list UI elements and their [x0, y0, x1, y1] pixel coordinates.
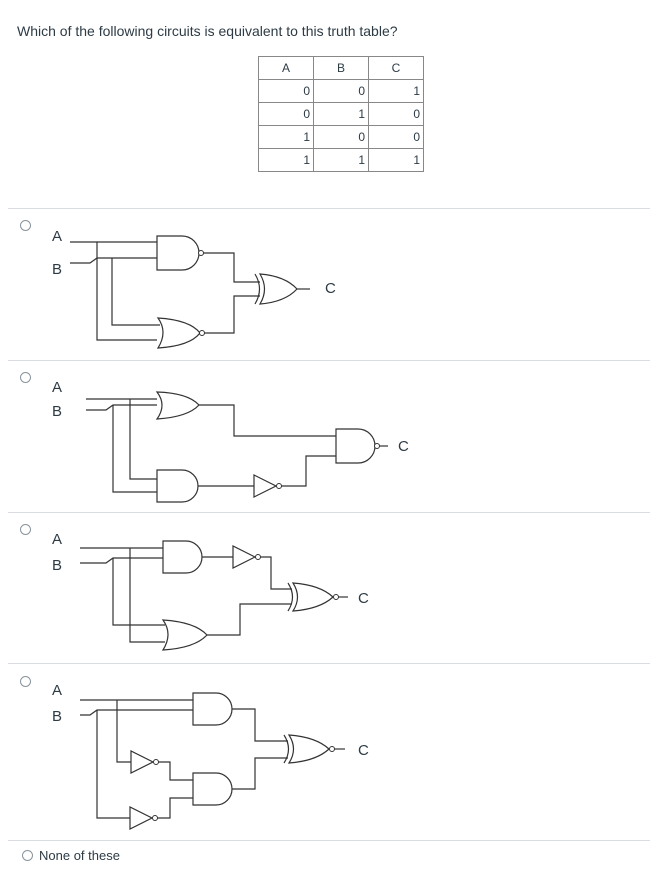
input-b-label: B: [52, 403, 63, 420]
table-cell: 1: [313, 102, 369, 126]
output-label: C: [325, 280, 336, 297]
input-b-label: B: [52, 261, 63, 278]
option-2-radio[interactable]: [20, 372, 31, 383]
input-a-label: A: [52, 379, 63, 396]
header-b: B: [313, 56, 369, 80]
separator: [8, 512, 650, 513]
output-label: C: [358, 590, 369, 607]
output-label: C: [398, 438, 409, 455]
none-option-radio[interactable]: [22, 850, 33, 861]
table-cell: 1: [368, 148, 424, 172]
option-3-radio[interactable]: [20, 524, 31, 535]
none-option-label: None of these: [39, 848, 120, 863]
table-row: 1 1 1: [258, 148, 424, 172]
separator: [8, 360, 650, 361]
table-cell: 1: [258, 148, 314, 172]
option-4-radio[interactable]: [20, 676, 31, 687]
input-a-label: A: [52, 531, 63, 548]
separator: [8, 840, 650, 841]
table-cell: 0: [368, 102, 424, 126]
header-c: C: [368, 56, 424, 80]
header-a: A: [258, 56, 314, 80]
table-row: 1 0 0: [258, 125, 424, 149]
output-label: C: [358, 742, 369, 759]
input-b-label: B: [52, 708, 63, 725]
input-b-label: B: [52, 557, 63, 574]
table-cell: 1: [368, 79, 424, 103]
table-cell: 1: [313, 148, 369, 172]
input-a-label: A: [52, 682, 63, 699]
separator: [8, 208, 650, 209]
option-1-radio[interactable]: [20, 220, 31, 231]
table-cell: 1: [258, 125, 314, 149]
truth-table: A B C 0 0 1 0 1 0 1 0 0 1 1 1: [258, 56, 424, 172]
truth-table-header: A B C: [258, 56, 424, 80]
input-a-label: A: [52, 228, 63, 245]
separator: [8, 663, 650, 664]
question-text: Which of the following circuits is equiv…: [17, 23, 398, 39]
table-row: 0 0 1: [258, 79, 424, 103]
